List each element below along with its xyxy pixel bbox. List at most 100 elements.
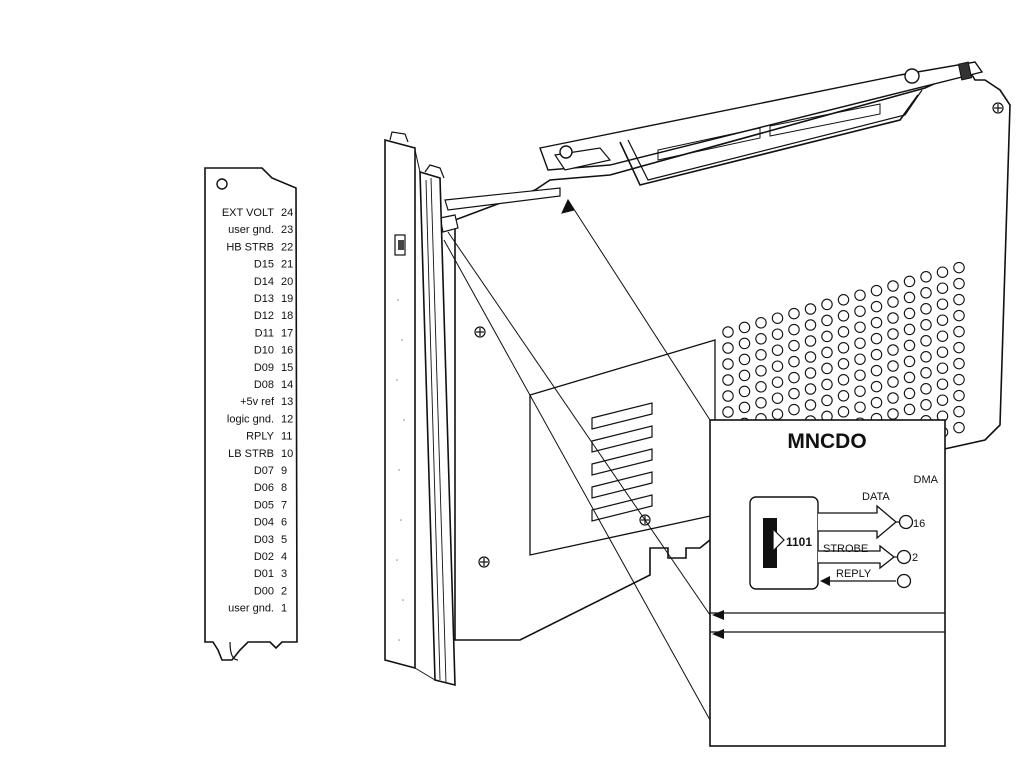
- vent-hole: [903, 291, 916, 304]
- reply-arrow: [820, 573, 912, 589]
- vent-hole: [953, 389, 965, 402]
- vent-hole: [755, 317, 767, 329]
- vent-hole: [936, 266, 949, 278]
- pin-number: 22: [281, 241, 293, 253]
- vent-hole: [722, 342, 734, 354]
- vent-hole: [903, 387, 916, 400]
- vent-hole: [936, 346, 949, 358]
- vent-hole: [887, 296, 899, 308]
- vent-hole: [804, 319, 817, 331]
- vent-hole: [903, 371, 916, 384]
- pin-label: HB STRB: [226, 241, 274, 253]
- pin-label: D14: [254, 276, 274, 288]
- vent-hole: [771, 392, 784, 404]
- chip-label: 1101: [786, 535, 812, 549]
- vent-hole: [936, 298, 949, 310]
- vent-hole: [804, 399, 817, 411]
- pin-number: 6: [281, 517, 287, 529]
- vent-hole: [887, 280, 899, 292]
- pin-number: 13: [281, 396, 293, 408]
- vent-hole: [870, 348, 883, 361]
- pin-number: 1: [281, 603, 287, 615]
- pin-label: D04: [254, 517, 274, 529]
- vent-hole: [936, 362, 949, 374]
- vent-hole: [722, 406, 734, 418]
- handle-bar: [619, 94, 919, 186]
- vent-hole: [804, 303, 817, 315]
- vent-hole: [837, 406, 850, 418]
- pin-number: 24: [281, 207, 293, 219]
- pin-number: 4: [281, 551, 287, 563]
- pointer-lines: [443, 198, 711, 721]
- vent-hole: [804, 351, 817, 363]
- pin-label: D08: [254, 379, 274, 391]
- vent-hole: [755, 381, 767, 393]
- vent-hole: [738, 337, 751, 350]
- pin-label: LB STRB: [228, 448, 274, 460]
- data-count: 16: [913, 518, 925, 530]
- vent-hole: [903, 307, 916, 320]
- vent-hole: [936, 330, 949, 342]
- pin-label: D06: [254, 482, 274, 494]
- vent-hole: [854, 369, 866, 381]
- reply-label: REPLY: [836, 568, 872, 580]
- vent-hole: [854, 385, 866, 397]
- vent-hole: [771, 328, 784, 340]
- vent-hole: [887, 408, 899, 420]
- plate-slots: [591, 402, 653, 522]
- vent-hole: [837, 326, 850, 338]
- pin-number: 8: [281, 482, 287, 494]
- vent-hole: [837, 358, 850, 370]
- vent-hole: [738, 321, 751, 334]
- mounting-hole: [216, 178, 228, 190]
- vent-hole: [854, 289, 866, 301]
- pin-label: D15: [254, 259, 274, 271]
- vent-hole: [887, 392, 899, 404]
- vent-hole: [953, 341, 965, 354]
- pin-label: logic gnd.: [227, 413, 274, 425]
- vent-hole: [854, 321, 866, 333]
- vent-hole: [837, 294, 850, 306]
- data-label: DATA: [862, 491, 890, 503]
- vent-hole: [821, 298, 833, 311]
- pin-number: 12: [281, 413, 293, 425]
- circuit-board-module: [384, 61, 1011, 721]
- vent-hole: [953, 405, 965, 418]
- vent-hole: [887, 312, 899, 324]
- pin-label: user gnd.: [228, 603, 274, 615]
- board-screws: [474, 102, 1004, 568]
- pin-label: +5v ref: [240, 396, 275, 408]
- vent-hole: [936, 282, 949, 294]
- vent-hole: [788, 387, 800, 400]
- vent-hole: [953, 309, 965, 322]
- vent-hole: [920, 399, 932, 411]
- vent-hole: [953, 293, 965, 306]
- pin-label: EXT VOLT: [222, 207, 274, 219]
- vent-hole: [870, 332, 883, 345]
- vent-hole: [870, 364, 883, 377]
- vent-hole: [755, 365, 767, 377]
- vent-hole: [953, 373, 965, 386]
- vent-hole: [920, 319, 932, 331]
- vent-hole: [771, 376, 784, 388]
- pin-number: 5: [281, 534, 287, 546]
- vent-hole: [837, 374, 850, 386]
- vent-hole: [788, 371, 800, 384]
- vent-hole: [738, 353, 751, 366]
- pin-label: D00: [254, 585, 274, 597]
- vent-hole: [804, 335, 817, 347]
- pin-number: 9: [281, 465, 287, 477]
- vent-hole: [738, 401, 751, 414]
- pin-label: D10: [254, 345, 274, 357]
- vent-hole: [821, 378, 833, 391]
- vent-hole: [821, 330, 833, 343]
- vent-hole: [738, 385, 751, 398]
- pin-label: D03: [254, 534, 274, 546]
- vent-hole: [788, 355, 800, 368]
- vent-hole: [936, 394, 949, 406]
- pin-number: 15: [281, 362, 293, 374]
- vent-hole: [903, 275, 916, 288]
- vent-hole: [821, 362, 833, 375]
